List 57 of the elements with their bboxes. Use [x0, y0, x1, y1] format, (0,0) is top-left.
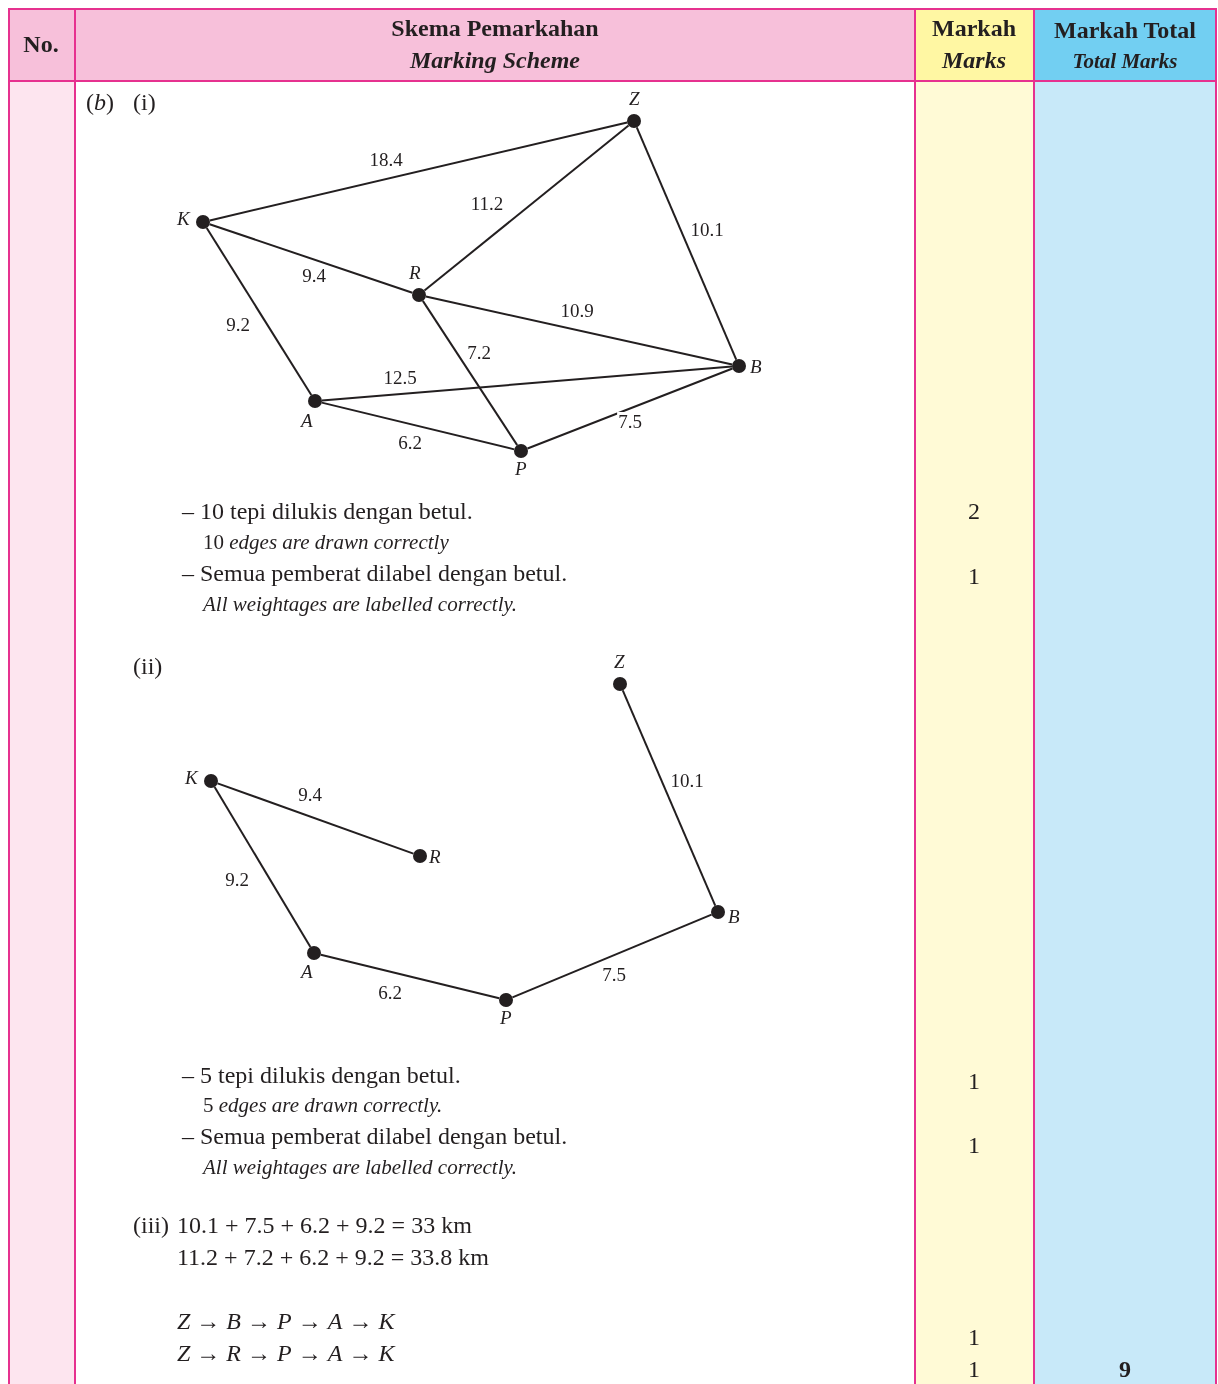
vertex-label: Z: [614, 652, 625, 672]
mark-value: 1: [968, 1323, 980, 1351]
criterion-text: – Semua pemberat dilabel dengan betul.: [182, 559, 568, 587]
graph-edge: [635, 126, 738, 361]
criterion-text: – Semua pemberat dilabel dengan betul.: [182, 1122, 568, 1150]
criterion-translation: 5 edges are drawn correctly.: [203, 1092, 443, 1119]
part-label: (ii): [133, 652, 163, 680]
column-heading: No.: [23, 30, 59, 58]
route-text: Z → R → P → A → K: [177, 1339, 395, 1367]
graph-edge: [319, 953, 501, 1000]
graph-edge: [208, 223, 414, 294]
graph-edge: [213, 786, 312, 948]
column-heading: Markah: [932, 14, 1016, 42]
graph-edge: [424, 295, 734, 366]
vertex-label: R: [429, 847, 441, 867]
total-mark: 9: [1119, 1355, 1131, 1383]
criterion-text: – 10 tepi dilukis dengan betul.: [182, 497, 473, 525]
working-line: 11.2 + 7.2 + 6.2 + 9.2 = 33.8 km: [177, 1243, 489, 1271]
part-label: (iii): [133, 1211, 169, 1239]
vertex-label: Z: [629, 89, 640, 109]
vertex-label: A: [301, 411, 313, 431]
graph-edge: [621, 689, 717, 907]
graph-edge: [320, 401, 516, 451]
vertex-label: P: [500, 1008, 512, 1028]
mark-value: 1: [968, 562, 980, 590]
column-heading: Marks: [942, 46, 1006, 74]
part-label: (i): [133, 88, 156, 116]
mark-value: 1: [968, 1131, 980, 1159]
graph-edge: [421, 299, 519, 447]
route-text: Z → B → P → A → K: [177, 1307, 395, 1335]
vertex-label: A: [301, 962, 313, 982]
graph-edge: [423, 124, 630, 292]
graph-edge: [526, 367, 734, 450]
column-heading: Total Marks: [1072, 48, 1178, 75]
working-line: 10.1 + 7.5 + 6.2 + 9.2 = 33 km: [177, 1211, 472, 1239]
column-heading: Marking Scheme: [410, 46, 580, 74]
criterion-text: – 5 tepi dilukis dengan betul.: [182, 1061, 461, 1089]
criterion-translation: All weightages are labelled correctly.: [203, 1154, 517, 1181]
vertex-label: B: [750, 357, 762, 377]
mark-value: 2: [968, 497, 980, 525]
vertex-label: K: [185, 768, 198, 788]
vertex-label: P: [515, 459, 527, 479]
column-heading: Skema Pemarkahan: [391, 14, 599, 42]
mark-value: 1: [968, 1355, 980, 1383]
mark-value: 1: [968, 1067, 980, 1095]
criterion-translation: All weightages are labelled correctly.: [203, 591, 517, 618]
graph-edge: [321, 365, 733, 402]
vertex-label: R: [409, 263, 421, 283]
column-heading: Markah Total: [1054, 16, 1196, 44]
vertex-label: K: [177, 209, 190, 229]
vertex-label: B: [728, 907, 740, 927]
graph-edge: [208, 121, 629, 222]
graph-edge: [511, 913, 713, 999]
graph-edge: [216, 782, 415, 855]
graph-edge: [205, 226, 313, 397]
part-label: (b): [86, 88, 114, 116]
criterion-translation: 10 edges are drawn correctly: [203, 529, 449, 556]
